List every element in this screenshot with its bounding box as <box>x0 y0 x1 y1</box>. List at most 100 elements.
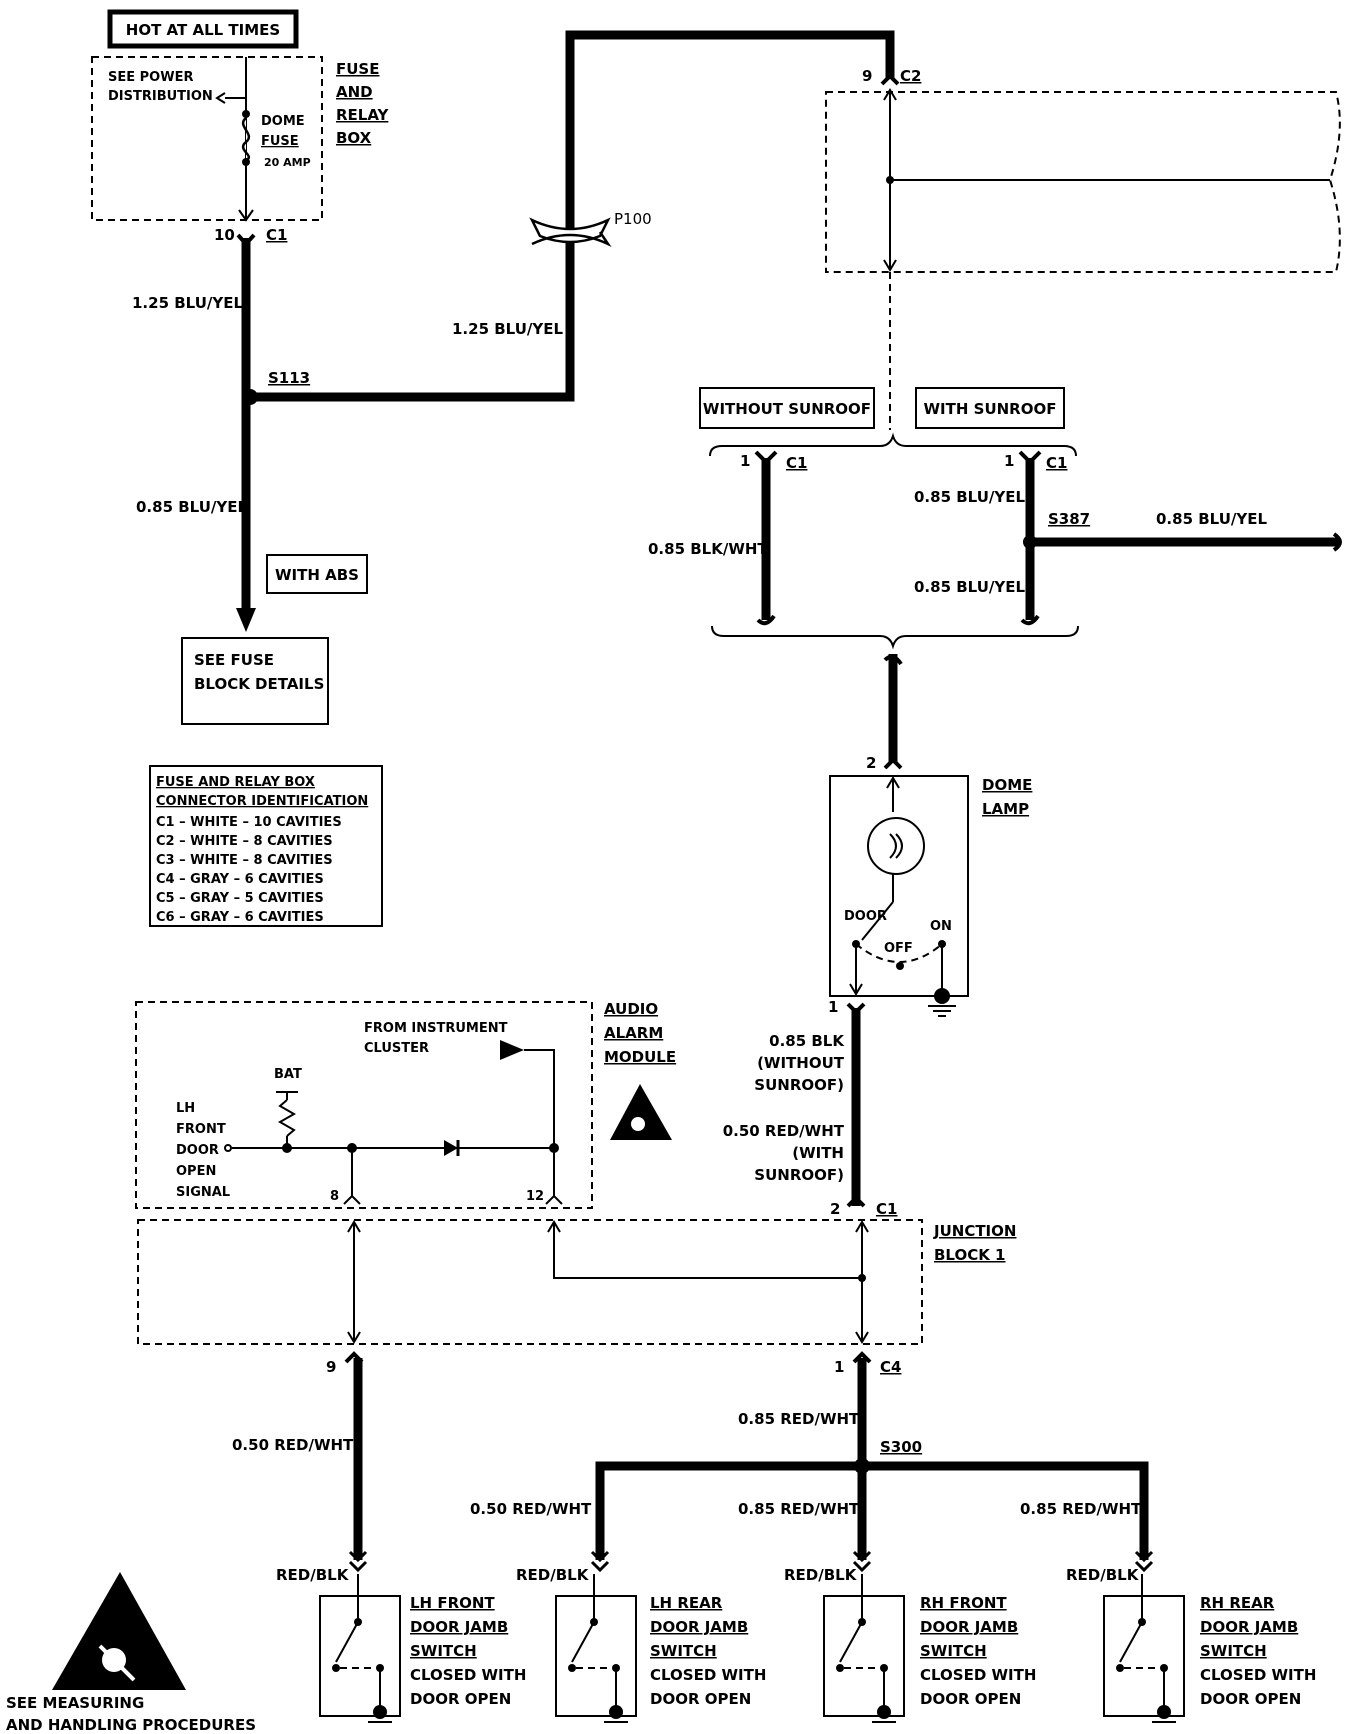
lh-rear-door-switch: RED/BLK LH REAR DOOR JAMB SWITCH CLOSED … <box>516 1550 766 1723</box>
lh-front-connector <box>348 1550 368 1573</box>
wire-085-blu-yel-right: 0.85 BLU/YEL <box>1156 510 1267 528</box>
audio-alarm-title-3: MODULE <box>604 1048 676 1066</box>
splice-s300-label: S300 <box>880 1438 922 1456</box>
with-c1-conn: C1 <box>1046 454 1067 472</box>
c1-connector-label: C1 <box>266 226 287 244</box>
hot-at-all-times-box <box>107 9 299 49</box>
junction-outline <box>137 1219 923 1345</box>
dome-lamp-box <box>829 775 969 997</box>
rh-rear-door-switch: RED/BLK RH REAR DOOR JAMB SWITCH CLOSED … <box>1066 1550 1316 1723</box>
signal-label-3: DOOR <box>176 1143 219 1158</box>
signal-label-5: SIGNAL <box>176 1185 230 1200</box>
rh-rear-arm <box>1119 1621 1143 1663</box>
left-branch: 1.25 BLU/YEL S113 0.85 BLU/YEL WITH ABS … <box>132 233 368 725</box>
lh-front-note-1: CLOSED WITH <box>410 1666 526 1684</box>
junction-internal-splice <box>858 1274 866 1282</box>
connector-id-row-c4: C4 – GRAY – 6 CAVITIES <box>156 872 324 887</box>
junction-c4-label: C4 <box>880 1358 901 1376</box>
rh-rear-switch-box <box>1103 1595 1185 1717</box>
see-fuse-label-2: BLOCK DETAILS <box>194 675 324 693</box>
lh-front-name-3: SWITCH <box>410 1642 477 1660</box>
p100-connector-bottom <box>531 231 612 248</box>
connector-id-row-c6: C6 – GRAY – 6 CAVITIES <box>156 910 324 925</box>
wire-s387-right-end <box>1332 532 1342 552</box>
audio-esd-icon-hand <box>631 1117 645 1131</box>
dome-lamp-pin-1: 1 <box>828 998 838 1016</box>
dome-fuse-symbol <box>241 117 251 162</box>
wire-050-red-wht-left: 0.50 RED/WHT <box>232 1436 354 1454</box>
lh-front-door-switch: RED/BLK LH FRONT DOOR JAMB SWITCH CLOSED… <box>276 1550 526 1723</box>
lh-rear-note-1: CLOSED WITH <box>650 1666 766 1684</box>
lh-front-switch-box <box>319 1595 401 1717</box>
lh-rear-connector <box>590 1550 610 1573</box>
connector-id-box <box>149 765 383 927</box>
dome-switch-off-label: OFF <box>884 941 913 956</box>
mid-wire-label-4: 0.50 RED/WHT <box>723 1122 845 1140</box>
wire-s113-to-c2 <box>250 30 895 402</box>
hot-at-all-times-label: HOT AT ALL TIMES <box>126 21 280 39</box>
audio-alarm-outline <box>135 1001 593 1209</box>
lh-front-contact-1 <box>332 1664 340 1672</box>
without-sunroof-label: WITHOUT SUNROOF <box>703 400 871 418</box>
esd-label-2: AND HANDLING PROCEDURES <box>6 1716 256 1734</box>
bat-label: BAT <box>274 1067 302 1082</box>
junction-c1-terminal <box>846 1195 866 1208</box>
fuse-box-title-2: AND <box>336 83 373 101</box>
dome-switch-on-label: ON <box>930 919 952 934</box>
wire-s300-bus <box>595 1461 1149 1560</box>
rh-rear-note-2: DOOR OPEN <box>1200 1690 1301 1708</box>
dome-lamp: 2 DOME LAMP DOOR ON OFF 1 <box>828 754 1032 1017</box>
wire-085-blu-yel-left: 0.85 BLU/YEL <box>136 498 247 516</box>
pin12-number: 12 <box>526 1189 544 1204</box>
see-power-label-2: DISTRIBUTION <box>108 89 213 104</box>
instrument-cluster-arrow <box>500 1040 524 1060</box>
esd-icon-slash <box>98 1644 136 1682</box>
pullup-resistor <box>277 1099 297 1137</box>
lh-front-arm <box>335 1621 359 1663</box>
fuse-terminal-bottom <box>242 158 250 166</box>
rh-front-door-switch: RED/BLK RH FRONT DOOR JAMB SWITCH CLOSED… <box>784 1550 1036 1723</box>
wire-085-red-wht-main: 0.85 RED/WHT <box>738 1410 860 1428</box>
dome-ground-dot <box>934 988 950 1004</box>
with-abs-box <box>266 554 368 594</box>
pin12-terminal <box>545 1194 563 1205</box>
connector-id-row-c5: C5 – GRAY – 5 CAVITIES <box>156 891 324 906</box>
dome-lamp-internal-arrow <box>886 776 900 789</box>
wire-050-red-wht-b2: 0.50 RED/WHT <box>470 1500 592 1518</box>
c2-dashed-outline <box>825 91 1341 273</box>
dome-lamp-top-terminal <box>883 757 903 770</box>
fuse-box-title-1: FUSE <box>336 60 379 78</box>
dome-lamp-pin-2: 2 <box>866 754 876 772</box>
fuse-box-outline <box>91 56 323 221</box>
rh-front-red-blk: RED/BLK <box>784 1566 858 1584</box>
wire-125-blu-yel-left: 1.25 BLU/YEL <box>132 294 243 312</box>
c1-pin-number: 10 <box>214 226 235 244</box>
pin8-terminal <box>343 1194 361 1205</box>
junction-title-1: JUNCTION <box>933 1222 1016 1240</box>
fuse-amp-label: 20 AMP <box>264 156 311 169</box>
connector-id-table: FUSE AND RELAY BOX CONNECTOR IDENTIFICAT… <box>149 765 383 927</box>
mid-wire-label-3: SUNROOF) <box>754 1076 844 1094</box>
rh-front-note-2: DOOR OPEN <box>920 1690 1021 1708</box>
junction-left-down-arrow <box>347 1331 361 1344</box>
fuse-terminal-top <box>242 110 250 118</box>
wire-to-dome-lamp-start <box>883 654 903 666</box>
connector-id-title-2: CONNECTOR IDENTIFICATION <box>156 794 368 809</box>
lh-rear-note-2: DOOR OPEN <box>650 1690 751 1708</box>
mid-wire-label-6: SUNROOF) <box>754 1166 844 1184</box>
junction-c1-pin: 2 <box>830 1200 840 1218</box>
rh-front-ground-dot <box>877 1705 891 1719</box>
rh-rear-name-3: SWITCH <box>1200 1642 1267 1660</box>
junction-c1-conn: C1 <box>876 1200 897 1218</box>
junction-wire-pin12 <box>553 1222 862 1279</box>
connector-id-row-c3: C3 – WHITE – 8 CAVITIES <box>156 853 333 868</box>
instrument-wire <box>524 1049 555 1148</box>
lh-front-red-blk: RED/BLK <box>276 1566 350 1584</box>
rh-front-arm <box>839 1621 863 1663</box>
see-fuse-block-box <box>181 637 329 725</box>
connector-id-row-c1: C1 – WHITE – 10 CAVITIES <box>156 815 342 830</box>
signal-node-1 <box>282 1143 292 1153</box>
lh-rear-ground-dot <box>609 1705 623 1719</box>
lh-rear-name-2: DOOR JAMB <box>650 1618 748 1636</box>
fuse-relay-box: HOT AT ALL TIMES SEE POWER DISTRIBUTION … <box>91 9 390 244</box>
